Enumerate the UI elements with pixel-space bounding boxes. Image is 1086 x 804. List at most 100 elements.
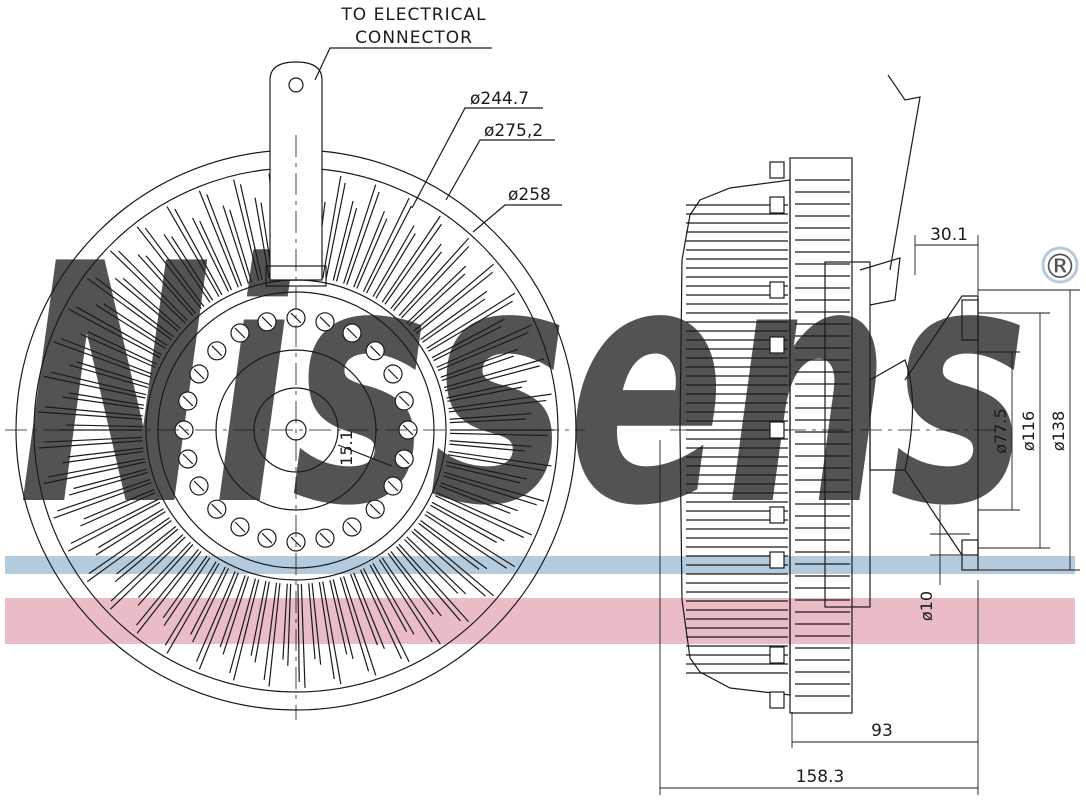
fin	[144, 227, 205, 307]
fin	[443, 471, 545, 502]
fin	[75, 306, 162, 356]
d258-leader	[472, 204, 562, 233]
fin	[118, 250, 189, 322]
fin	[387, 553, 435, 615]
fin	[67, 501, 161, 552]
front-view	[5, 47, 585, 720]
side-bolt	[769, 551, 785, 569]
side-bolt	[769, 196, 785, 214]
fin	[375, 233, 416, 299]
fin	[67, 447, 144, 458]
fin	[418, 522, 480, 570]
connector-eye	[288, 77, 304, 93]
dim-77-label: ø77.5	[991, 408, 1010, 453]
fin	[87, 331, 157, 365]
fin	[198, 190, 239, 288]
fin	[372, 225, 415, 297]
fin	[332, 579, 354, 660]
bolt-hole-mark	[261, 532, 273, 544]
fin	[222, 205, 249, 284]
fin	[98, 508, 164, 549]
fin	[62, 450, 144, 464]
fin	[103, 303, 168, 347]
side-leader	[887, 74, 921, 271]
fin	[449, 443, 526, 452]
fin	[233, 579, 260, 681]
fin	[378, 559, 433, 643]
fin	[415, 271, 493, 335]
fin	[403, 538, 459, 594]
side-fin-pack	[679, 179, 791, 696]
fin	[440, 348, 518, 378]
bolt-hole-mark	[398, 453, 410, 465]
fin	[422, 298, 486, 343]
fin	[287, 583, 292, 666]
fin	[381, 557, 441, 645]
fin	[437, 332, 529, 372]
fin	[137, 544, 194, 606]
fin	[448, 399, 547, 413]
fin	[349, 573, 379, 646]
fin	[435, 495, 525, 539]
side-bolt	[769, 506, 785, 524]
bolt-hole-mark	[234, 327, 246, 339]
fin	[372, 563, 415, 635]
fin	[449, 412, 532, 420]
fin	[318, 582, 335, 680]
bolt-hole-mark	[402, 424, 414, 436]
fin	[447, 454, 545, 472]
fin	[353, 210, 385, 288]
fin	[70, 498, 159, 544]
fin	[406, 265, 467, 324]
bolt-hole-mark	[387, 480, 399, 492]
fin	[439, 485, 511, 514]
fin	[219, 575, 246, 648]
fin	[95, 304, 166, 349]
fin	[68, 392, 145, 406]
fin	[436, 492, 532, 536]
fin	[362, 568, 410, 663]
side-flange	[869, 359, 914, 471]
fin	[171, 236, 214, 301]
fin	[332, 200, 354, 281]
fin	[408, 273, 466, 326]
fin	[339, 577, 370, 672]
fin	[398, 237, 470, 316]
fin	[406, 536, 467, 595]
dim-158-label: 158.3	[796, 767, 845, 787]
fin	[431, 501, 505, 542]
fin	[362, 197, 410, 292]
bolt-hole-mark	[193, 480, 205, 492]
fin	[57, 478, 151, 512]
fin	[68, 364, 149, 389]
bolt-hole-mark	[182, 453, 194, 465]
fin	[442, 475, 537, 506]
fin	[440, 482, 518, 512]
bolt-hole-mark	[369, 345, 381, 357]
fin	[430, 504, 497, 543]
labels: TO ELECTRICAL CONNECTOR ø244.7 ø275,2 ø2…	[337, 5, 1068, 787]
fin	[446, 380, 527, 399]
bolt-hole-mark	[346, 327, 358, 339]
fin	[137, 541, 191, 598]
bolt-hole-mark	[193, 368, 205, 380]
fin	[233, 179, 260, 281]
fin	[445, 464, 521, 484]
dim-15-label: 15.1	[337, 430, 356, 466]
fin	[413, 263, 495, 332]
bolt-hole-mark	[369, 503, 381, 515]
d15-leader	[337, 444, 393, 467]
fin	[443, 358, 545, 389]
fin	[229, 578, 257, 674]
fin	[136, 226, 202, 310]
bolt-hole-mark	[234, 521, 246, 533]
side-mount-bracket	[904, 295, 979, 556]
d244-leader	[411, 107, 543, 209]
registered-mark-ring	[1041, 246, 1079, 284]
fin	[43, 375, 146, 399]
fin	[420, 290, 488, 340]
fin	[254, 197, 270, 279]
fin	[38, 411, 143, 420]
fin	[122, 277, 181, 329]
